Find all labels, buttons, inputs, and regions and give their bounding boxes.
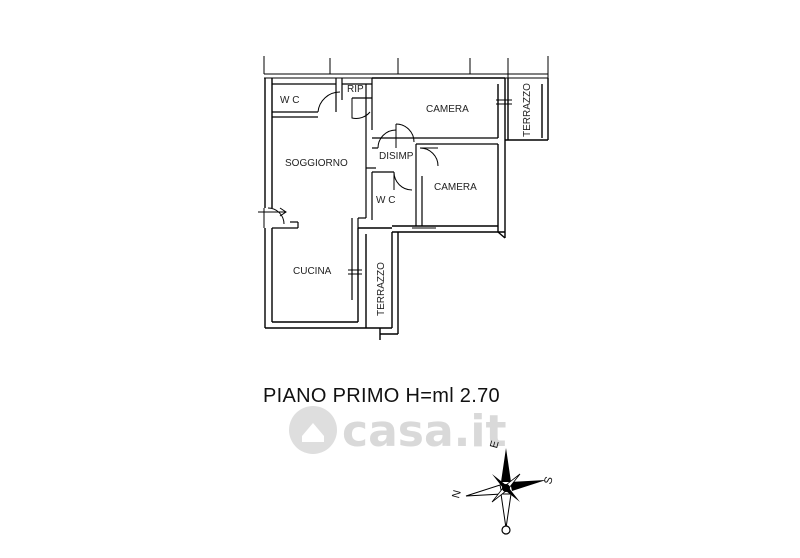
- room-label-wc-top: W C: [280, 95, 299, 106]
- inner-walls: [272, 78, 498, 300]
- compass-east-label: E: [488, 439, 501, 449]
- room-label-camera-mid: CAMERA: [434, 182, 477, 193]
- room-label-wc-mid: W C: [376, 195, 395, 206]
- room-label-soggiorno: SOGGIORNO: [285, 158, 348, 169]
- room-label-camera-top: CAMERA: [426, 104, 469, 115]
- outer-walls: [264, 77, 549, 340]
- watermark-text: casa.it: [342, 406, 506, 457]
- compass-north-label: N: [450, 489, 464, 500]
- room-label-cucina: CUCINA: [293, 266, 332, 277]
- room-label-terrazzo-right: TERRAZZO: [522, 83, 533, 137]
- plan-title: PIANO PRIMO H=ml 2.70: [263, 385, 500, 407]
- room-label-terrazzo-bottom: TERRAZZO: [376, 262, 387, 316]
- compass-south-label: S: [542, 475, 555, 485]
- room-label-rip: RIP: [347, 84, 364, 95]
- openings: [258, 99, 512, 275]
- house-icon: [302, 423, 324, 442]
- room-label-disimp: DISIMP: [379, 151, 414, 162]
- compass-rose-icon: [465, 448, 546, 535]
- watermark: casa.it: [289, 406, 506, 457]
- doors: [267, 91, 439, 225]
- top-wall: [263, 56, 549, 79]
